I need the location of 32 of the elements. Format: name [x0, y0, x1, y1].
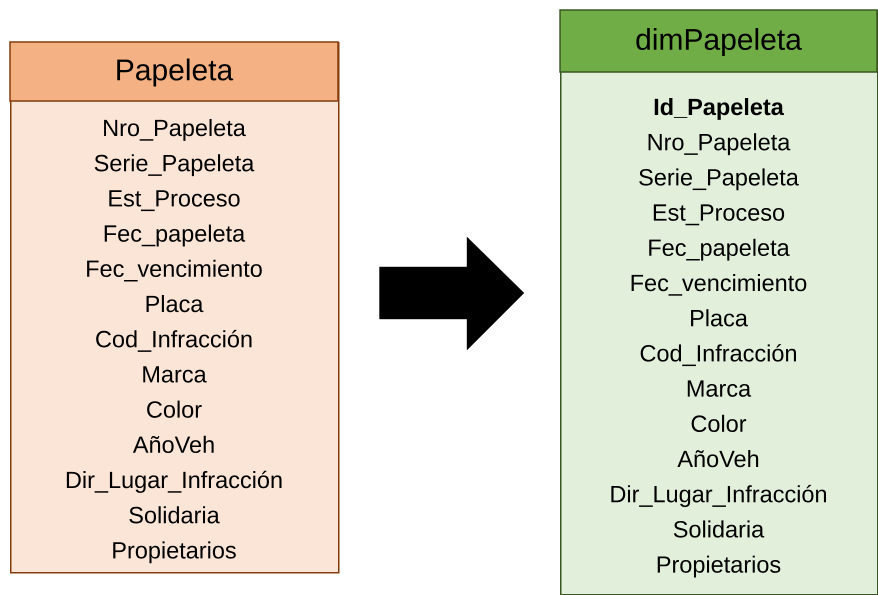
field-name: Color — [692, 414, 746, 432]
field-name: Est_Proceso — [654, 204, 784, 226]
block-arrow — [379, 236, 524, 350]
field-name: Propietarios — [658, 556, 780, 578]
field-name: Placa — [146, 295, 204, 312]
field-name: Serie_Papeleta — [94, 154, 254, 176]
table-box — [559, 9, 878, 595]
field-name: Color — [147, 400, 202, 418]
field-name: Fec_papeleta — [104, 224, 246, 246]
field-name: Nro_Papeleta — [104, 119, 246, 141]
table-title: Papeleta — [117, 58, 234, 86]
field-name: Nro_Papeleta — [648, 133, 790, 156]
field-name: Dir_Lugar_Infracción — [66, 470, 282, 493]
field-name: Marca — [143, 366, 207, 383]
table-title: dimPapeleta — [636, 28, 802, 56]
field-name: Fec_vencimiento — [632, 274, 806, 296]
field-name: Fec_papeleta — [649, 238, 790, 261]
field-name: Placa — [691, 309, 748, 326]
field-name: Propietarios — [113, 541, 236, 564]
field-name: AñoVeh — [132, 436, 214, 454]
field-name: AñoVeh — [677, 450, 758, 468]
field-name: Solidaria — [129, 506, 220, 524]
field-name: Cod_Infracción — [640, 344, 796, 366]
field-name: Fec_vencimiento — [87, 260, 262, 282]
field-name: Est_Proceso — [109, 190, 240, 212]
field-name: Marca — [688, 380, 752, 397]
field-name: Dir_Lugar_Infracción — [611, 484, 826, 508]
field-name: Id_Papeleta — [654, 98, 784, 120]
table-box — [9, 41, 340, 574]
field-name: Cod_Infracción — [96, 330, 252, 352]
field-name: Serie_Papeleta — [639, 168, 799, 190]
field-name: Solidaria — [674, 520, 764, 538]
